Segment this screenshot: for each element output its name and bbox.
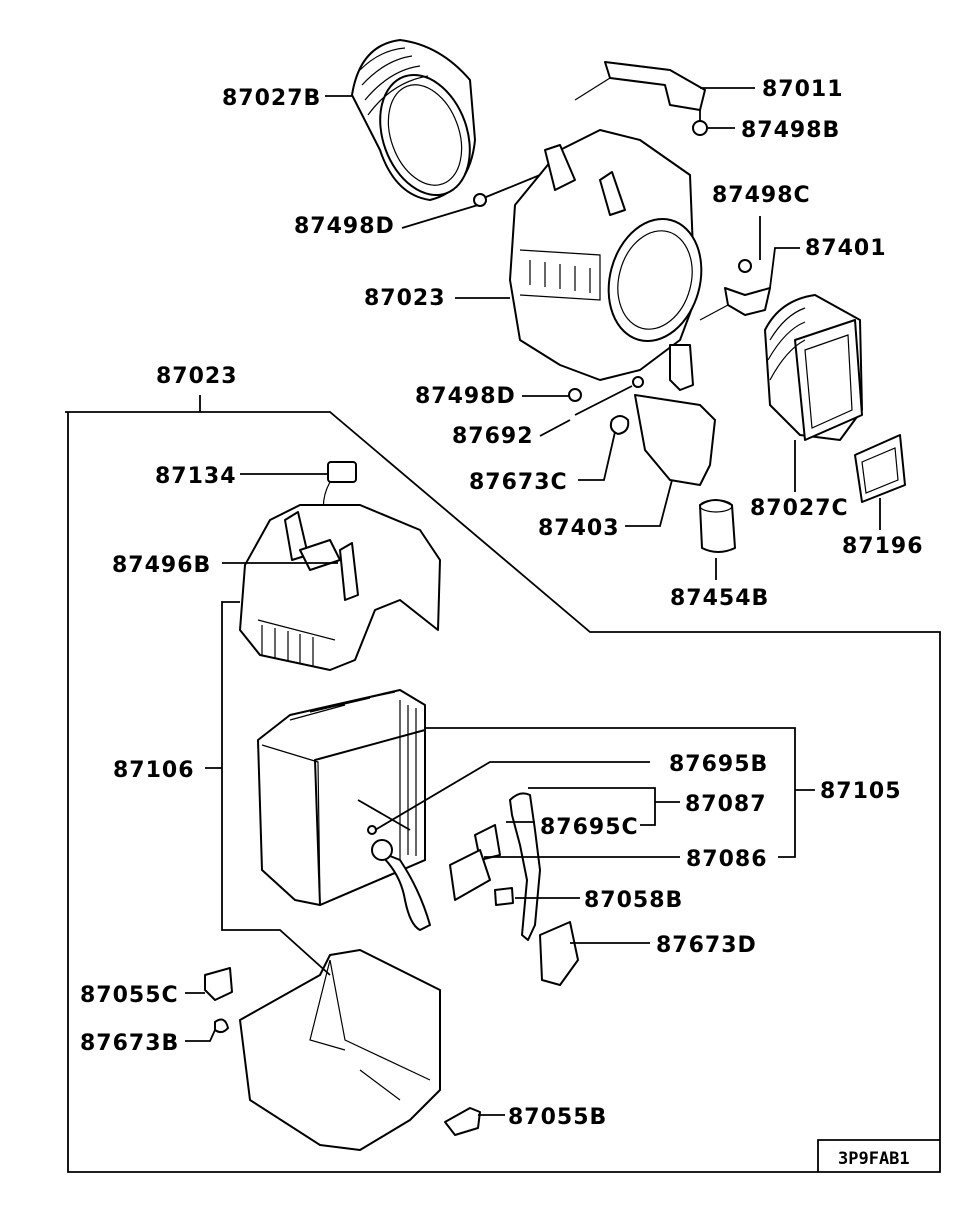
label-87027b: 87027B bbox=[222, 86, 321, 111]
expansion-valve-drawing bbox=[449, 792, 541, 941]
screw-87498b-drawing bbox=[692, 110, 708, 136]
duct-87027b-drawing bbox=[351, 39, 476, 201]
label-87086: 87086 bbox=[686, 847, 768, 872]
clip-87055b-drawing bbox=[444, 1107, 481, 1136]
cover-87403-drawing bbox=[574, 376, 716, 486]
label-87498d-mid: 87498D bbox=[415, 384, 516, 409]
label-87023-group: 87023 bbox=[156, 364, 238, 389]
label-87105: 87105 bbox=[820, 779, 902, 804]
bracket-87401-drawing bbox=[699, 259, 771, 321]
label-87498c: 87498C bbox=[712, 183, 811, 208]
label-87673c: 87673C bbox=[469, 470, 568, 495]
label-87011: 87011 bbox=[762, 77, 844, 102]
label-87087: 87087 bbox=[685, 792, 767, 817]
label-87496b: 87496B bbox=[112, 553, 211, 578]
figure-code: 3P9FAB1 bbox=[838, 1149, 910, 1169]
clip-87673b-drawing bbox=[214, 1018, 229, 1034]
label-87134: 87134 bbox=[155, 464, 237, 489]
screw-87498d-mid-drawing bbox=[568, 388, 582, 402]
label-87401: 87401 bbox=[805, 236, 887, 261]
lower-case-drawing bbox=[239, 949, 441, 1151]
screw-87498d-top-drawing bbox=[473, 174, 541, 207]
label-87695b: 87695B bbox=[669, 752, 768, 777]
label-87055c: 87055C bbox=[80, 983, 179, 1008]
label-87058b: 87058B bbox=[584, 888, 683, 913]
label-87673b: 87673B bbox=[80, 1031, 179, 1056]
label-87454b: 87454B bbox=[670, 586, 769, 611]
bracket-87673d-drawing bbox=[539, 921, 579, 986]
label-87403: 87403 bbox=[538, 516, 620, 541]
label-87055b: 87055B bbox=[508, 1105, 607, 1130]
label-87196: 87196 bbox=[842, 534, 924, 559]
label-87673d: 87673D bbox=[656, 933, 757, 958]
evaporator-87106-drawing bbox=[257, 689, 431, 931]
label-87027c: 87027C bbox=[750, 496, 849, 521]
bracket-87011-drawing bbox=[574, 61, 706, 111]
sleeve-87454b-drawing bbox=[699, 499, 736, 553]
filter-87196-drawing bbox=[854, 434, 906, 503]
actuator-87134-drawing bbox=[322, 461, 357, 521]
leader-lines bbox=[185, 87, 881, 1116]
label-87692: 87692 bbox=[452, 424, 534, 449]
label-87498d-top: 87498D bbox=[294, 214, 395, 239]
upper-case-87023-drawing bbox=[509, 129, 703, 391]
label-87498b: 87498B bbox=[741, 118, 840, 143]
upper-housing-drawing bbox=[239, 504, 441, 671]
label-87106: 87106 bbox=[113, 758, 195, 783]
clip-87055c-drawing bbox=[204, 967, 233, 1001]
group-frame-87023 bbox=[65, 411, 941, 1173]
label-87695c: 87695C bbox=[540, 815, 639, 840]
duct-87027c-drawing bbox=[764, 294, 863, 441]
label-87023-top: 87023 bbox=[364, 286, 446, 311]
